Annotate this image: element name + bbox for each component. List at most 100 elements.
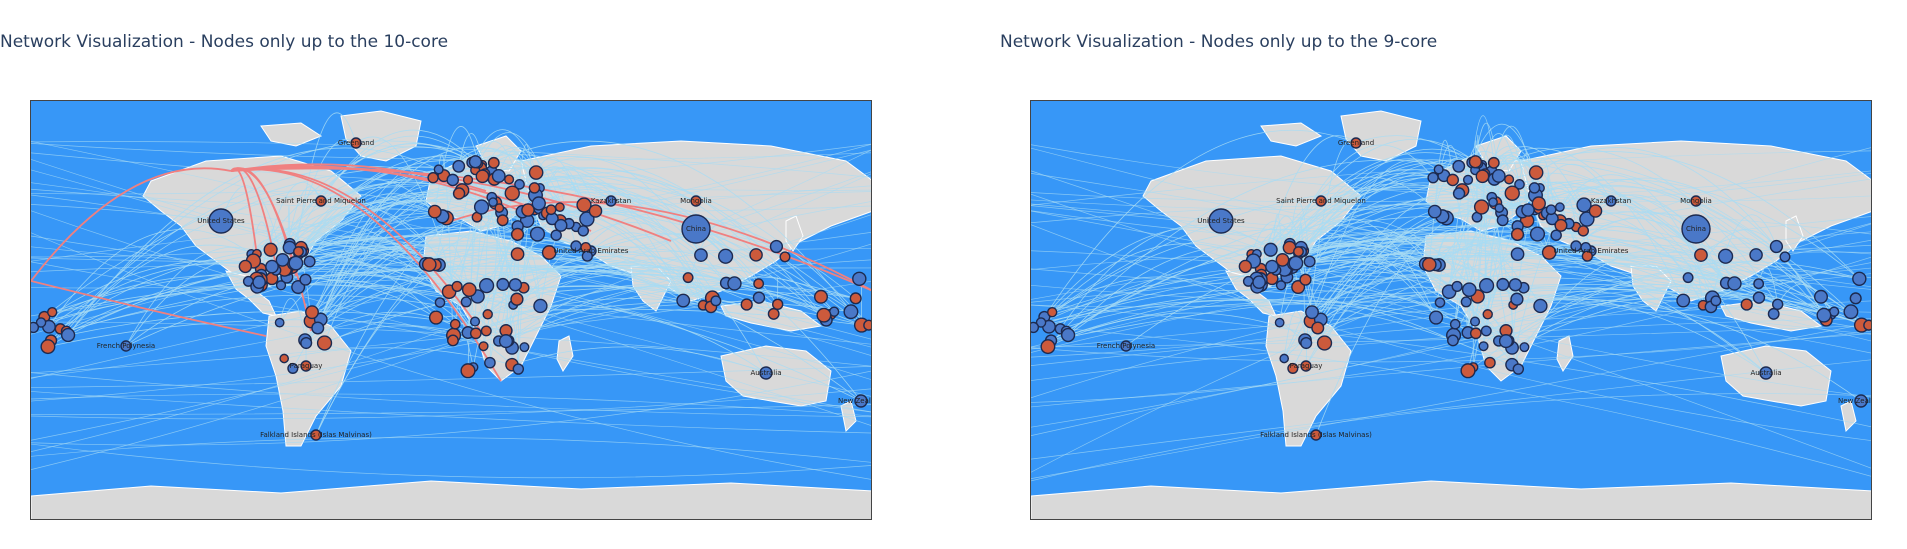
node[interactable] [274, 317, 285, 328]
node[interactable] [579, 211, 595, 227]
node[interactable] [1717, 248, 1734, 264]
node[interactable] [1288, 255, 1304, 271]
node[interactable] [570, 240, 582, 252]
node[interactable] [510, 247, 525, 262]
node[interactable] [1541, 245, 1557, 260]
node[interactable] [1046, 306, 1058, 318]
node[interactable] [1287, 362, 1299, 374]
node[interactable] [434, 297, 446, 308]
node[interactable] [60, 327, 76, 343]
node[interactable] [428, 310, 444, 325]
node[interactable] [311, 321, 325, 335]
node[interactable] [749, 248, 763, 262]
node[interactable] [305, 305, 319, 320]
node[interactable] [40, 339, 56, 355]
node[interactable] [1510, 292, 1524, 306]
node[interactable] [1434, 297, 1446, 308]
node[interactable] [1040, 339, 1056, 355]
node[interactable] [462, 174, 474, 185]
node[interactable] [469, 316, 481, 327]
node[interactable] [1852, 271, 1867, 286]
node[interactable] [1508, 278, 1523, 292]
node[interactable] [727, 276, 742, 291]
node[interactable] [433, 164, 444, 175]
node[interactable] [1447, 334, 1459, 347]
node-saint-pierre[interactable] [315, 195, 327, 207]
node[interactable] [843, 304, 859, 320]
node[interactable] [1769, 239, 1784, 254]
node[interactable] [753, 278, 765, 290]
node[interactable] [1446, 173, 1460, 187]
node[interactable] [1510, 247, 1525, 262]
node[interactable] [263, 242, 278, 257]
node[interactable] [1710, 295, 1722, 307]
node[interactable] [1460, 296, 1472, 308]
node[interactable] [1531, 196, 1546, 211]
node-china[interactable] [681, 214, 711, 244]
node[interactable] [303, 255, 316, 268]
node[interactable] [508, 278, 523, 292]
node-united-states[interactable] [1208, 208, 1234, 234]
node[interactable] [1303, 255, 1316, 268]
node[interactable] [316, 335, 333, 351]
node[interactable] [1480, 325, 1492, 337]
node[interactable] [1279, 353, 1290, 364]
node[interactable] [1433, 164, 1444, 175]
node[interactable] [1275, 280, 1287, 291]
node[interactable] [1449, 318, 1461, 330]
node[interactable] [480, 325, 492, 337]
node[interactable] [676, 293, 691, 308]
node[interactable] [694, 248, 708, 262]
node[interactable] [531, 196, 546, 211]
node[interactable] [1475, 169, 1490, 184]
node[interactable] [514, 179, 525, 190]
node[interactable] [1581, 250, 1593, 262]
node[interactable] [1274, 317, 1285, 328]
node-new-zealand[interactable] [854, 394, 868, 408]
node-australia[interactable] [759, 366, 773, 380]
node[interactable] [265, 259, 279, 274]
node[interactable] [581, 250, 593, 262]
node-saint-pierre[interactable] [1315, 195, 1327, 207]
node[interactable] [1469, 327, 1482, 340]
node[interactable] [1752, 291, 1766, 304]
node-mongolia[interactable] [690, 195, 702, 207]
node[interactable] [475, 169, 490, 184]
node[interactable] [1473, 199, 1490, 215]
node[interactable] [752, 291, 766, 304]
node[interactable] [451, 280, 463, 293]
node[interactable] [1031, 321, 1040, 334]
node[interactable] [288, 255, 304, 271]
node[interactable] [46, 306, 58, 318]
node[interactable] [504, 174, 515, 185]
node[interactable] [577, 225, 590, 237]
node[interactable] [1263, 242, 1278, 257]
node[interactable] [1554, 202, 1565, 213]
node[interactable] [449, 318, 461, 330]
node[interactable] [1468, 155, 1483, 169]
node[interactable] [710, 295, 722, 307]
node[interactable] [1427, 204, 1442, 219]
node[interactable] [496, 214, 509, 227]
node[interactable] [1252, 275, 1266, 289]
node[interactable] [1488, 197, 1498, 207]
node[interactable] [863, 319, 872, 331]
node[interactable] [1550, 229, 1562, 241]
node[interactable] [1753, 278, 1765, 290]
node[interactable] [293, 246, 304, 258]
node-french-polynesia[interactable] [1120, 340, 1132, 352]
node[interactable] [1545, 204, 1557, 216]
node[interactable] [510, 227, 525, 241]
node[interactable] [482, 309, 493, 320]
node[interactable] [1682, 272, 1694, 284]
node[interactable] [1767, 307, 1780, 320]
node[interactable] [550, 229, 562, 241]
node[interactable] [1498, 334, 1514, 349]
node[interactable] [427, 171, 439, 184]
node[interactable] [1528, 165, 1544, 180]
node-kazakhstan[interactable] [1605, 195, 1617, 207]
node[interactable] [717, 248, 734, 264]
node[interactable] [469, 327, 482, 340]
node[interactable] [1299, 273, 1312, 286]
